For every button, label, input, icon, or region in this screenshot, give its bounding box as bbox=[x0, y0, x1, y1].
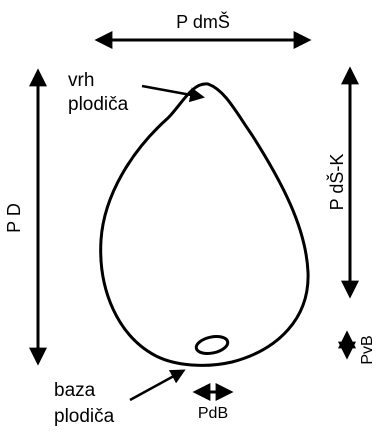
apex-label-line1: vrh bbox=[68, 70, 94, 91]
base-height-label: PvB bbox=[359, 335, 376, 364]
widest-to-base-label: P dŠ-K bbox=[326, 154, 347, 211]
base-scar bbox=[195, 334, 230, 356]
apex-label-line2: plodiča bbox=[68, 94, 129, 115]
base-label-line1: baza bbox=[54, 380, 96, 401]
base-pointer-arrow bbox=[130, 371, 183, 400]
top-width-label: P dmŠ bbox=[176, 11, 230, 32]
fruit-outline bbox=[101, 84, 308, 366]
base-label-line2: plodiča bbox=[54, 406, 115, 427]
length-label: P D bbox=[4, 203, 24, 233]
base-width-label: PdB bbox=[198, 405, 228, 422]
